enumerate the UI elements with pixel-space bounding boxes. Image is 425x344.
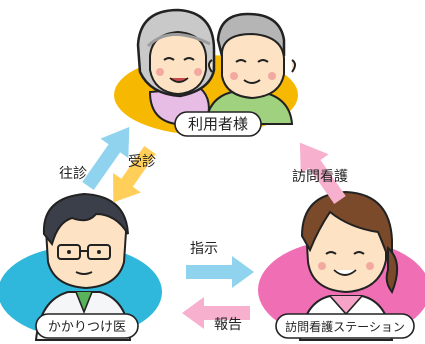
nursing-station-label: 訪問看護ステーション	[285, 319, 405, 334]
consult-arrow	[113, 145, 156, 203]
grandfather-illustration	[204, 12, 296, 125]
report-arrow	[182, 297, 250, 329]
doctor-pill: かかりつけ医	[35, 313, 139, 339]
doctor-node: かかりつけ医	[0, 192, 162, 341]
visit-home-label: 往診	[59, 166, 87, 182]
home-nursing-label: 訪問看護	[292, 169, 348, 185]
patients-label: 利用者様	[188, 115, 248, 133]
patients-node: 利用者様	[114, 8, 298, 137]
doctor-label: かかりつけ医	[48, 320, 126, 335]
patients-pill: 利用者様	[174, 111, 262, 137]
report-label: 報告	[214, 317, 242, 333]
consult-label: 受診	[128, 154, 156, 170]
instruction-arrow	[186, 256, 254, 288]
home-nursing-arrow	[299, 142, 346, 205]
nursing-station-pill: 訪問看護ステーション	[275, 313, 415, 339]
instruction-label: 指示	[190, 241, 218, 257]
nursing-station-node: 訪問看護ステーション	[258, 190, 425, 341]
visit-home-arrow	[82, 127, 130, 191]
